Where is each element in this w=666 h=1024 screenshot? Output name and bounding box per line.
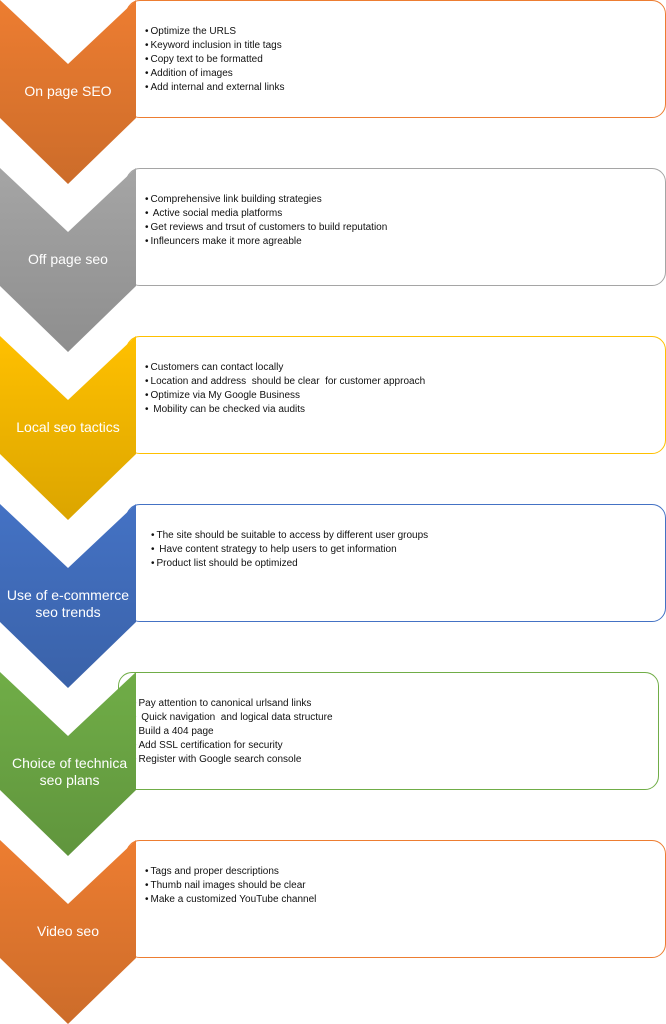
bullet-item: Mobility can be checked via audits [145,403,425,417]
chevron-shape [0,672,136,856]
step-bullet-list: Optimize the URLSKeyword inclusion in ti… [145,25,285,95]
step-title: Local seo tactics [16,418,120,435]
chevron-body [0,840,136,1024]
bullet-item: Active social media platforms [145,207,387,221]
bullet-item: Keyword inclusion in title tags [145,39,285,53]
bullet-item: Product list should be optimized [151,557,428,571]
step-bullet-list: Tags and proper descriptionsThumb nail i… [145,865,317,907]
bullet-item: Thumb nail images should be clear [145,879,316,893]
chevron-shape [0,336,136,520]
bullet-item: Add internal and external links [145,81,285,95]
bullet-item: Location and address should be clear for… [145,375,426,389]
bullet-item: Build a 404 page [133,725,333,739]
bullet-item: Customers can contact locally [145,361,425,375]
bullet-item: Addition of images [145,67,285,81]
bullet-item: Infleuncers make it more agreable [145,235,387,249]
step-details-box: The site should be suitable to access by… [126,504,666,622]
bullet-item: Have content strategy to help users to g… [151,543,428,557]
step-bullet-list: Customers can contact locallyLocation an… [145,361,426,417]
step-bullet-list: Comprehensive link building strategies A… [145,193,388,249]
process-step: Optimize the URLSKeyword inclusion in ti… [0,0,666,184]
bullet-item: The site should be suitable to access by… [151,529,429,543]
step-details-box: Customers can contact locallyLocation an… [126,336,666,454]
bullet-item: Optimize the URLS [145,25,285,39]
chevron-shape [0,0,136,184]
bullet-item: Make a customized YouTube channel [145,893,317,907]
process-step: Pay attention to canonical urlsand links… [0,672,666,856]
chevron-body [0,0,136,184]
step-bullet-list: The site should be suitable to access by… [151,529,429,571]
chevron-shape [0,840,136,1024]
process-step: Customers can contact locallyLocation an… [0,336,666,520]
bullet-item: Pay attention to canonical urlsand links [133,697,333,711]
bullet-item: Quick navigation and logical data struct… [133,711,332,725]
step-title: Choice of technica seo plans [12,755,128,788]
step-title: Video seo [36,922,99,939]
bullet-item: Tags and proper descriptions [145,865,316,879]
step-bullet-list: Pay attention to canonical urlsand links… [133,697,333,767]
chevron-shape [0,504,136,688]
bullet-item: Optimize via My Google Business [145,389,425,403]
chevron-body [0,672,136,856]
chevron-body [0,504,136,688]
step-title: Off page seo [28,250,108,267]
step-details-box: Optimize the URLSKeyword inclusion in ti… [126,0,666,118]
chevron-body [0,336,136,520]
bullet-item: Get reviews and trsut of customers to bu… [145,221,388,235]
step-details-box: Tags and proper descriptionsThumb nail i… [126,840,666,958]
process-step: Comprehensive link building strategies A… [0,168,666,352]
process-step: Tags and proper descriptionsThumb nail i… [0,840,666,1024]
chevron-shape [0,168,136,352]
step-title: Use of e-commerce seo trends [6,587,130,620]
step-details-box: Comprehensive link building strategies A… [126,168,666,286]
step-details-box: Pay attention to canonical urlsand links… [118,672,659,790]
process-step: The site should be suitable to access by… [0,504,666,688]
bullet-item: Register with Google search console [133,753,333,767]
bullet-item: Comprehensive link building strategies [145,193,387,207]
bullet-item: Copy text to be formatted [145,53,285,67]
bullet-item: Add SSL certification for security [133,739,333,753]
step-title: On page SEO [24,82,112,99]
chevron-body [0,168,136,352]
